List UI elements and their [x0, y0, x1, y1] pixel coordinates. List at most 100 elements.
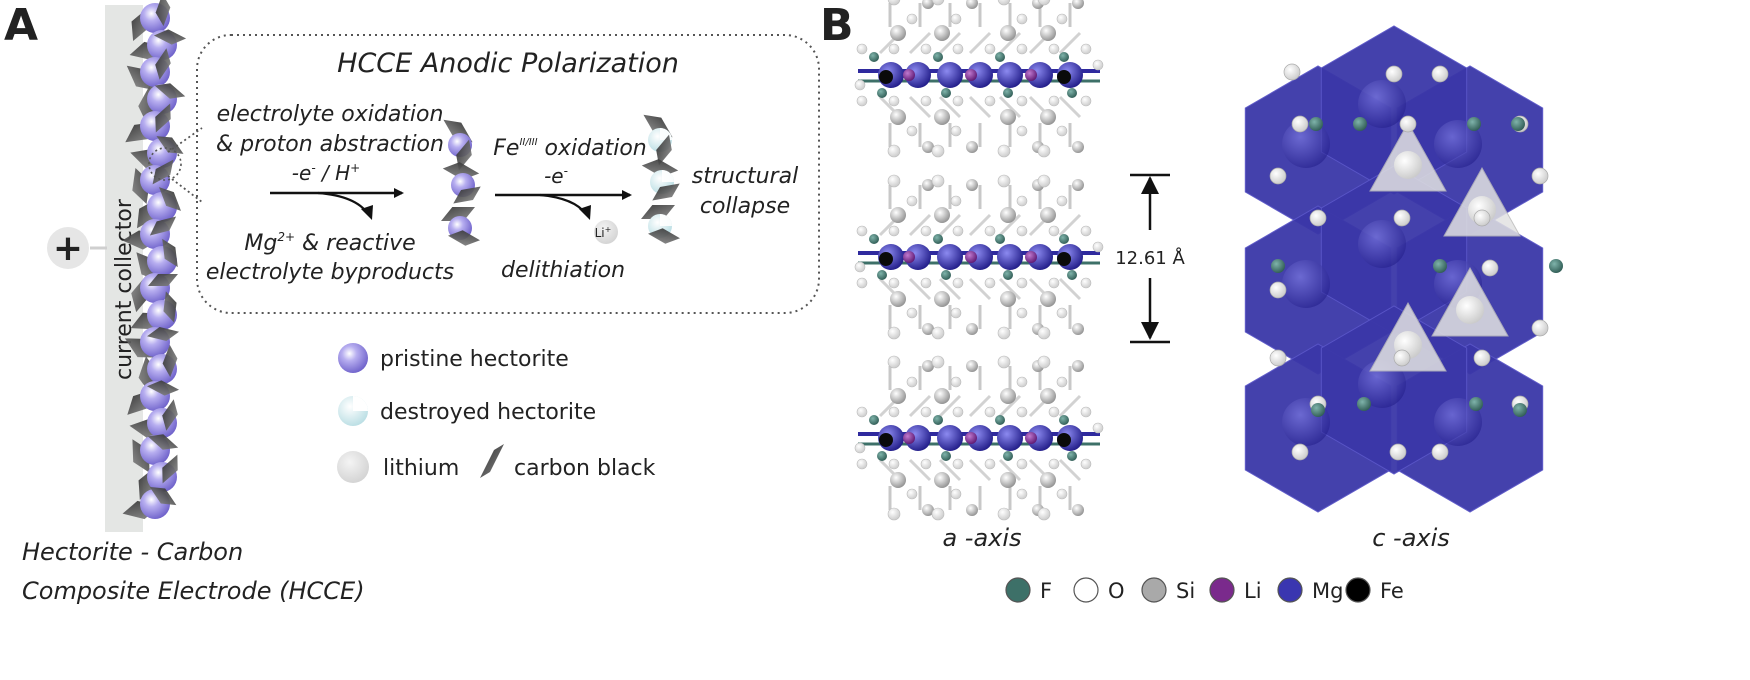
carbon-flake-shape — [648, 228, 680, 244]
carbon-flake — [641, 205, 675, 219]
si-atom — [966, 0, 978, 9]
si-o-bond — [998, 213, 1022, 237]
si-o-bond — [938, 95, 962, 119]
carbon-flake — [162, 238, 178, 268]
step1-arrow-label: -e- / H+ — [292, 161, 360, 185]
o-atom — [856, 458, 868, 470]
si-o-bond — [998, 31, 1022, 55]
o-atom — [888, 225, 900, 237]
o-atom — [950, 376, 962, 388]
carbon-flake-shape — [149, 216, 177, 236]
li-atom — [903, 432, 915, 444]
si-atom — [890, 25, 906, 41]
carbon-flake-shape — [155, 0, 171, 27]
si-o-bond — [1058, 458, 1082, 482]
o-atom — [1016, 43, 1028, 55]
legend-pristine-icon — [338, 343, 368, 373]
o-atom — [1291, 443, 1309, 461]
li-atom — [903, 69, 915, 81]
si-o-bond — [968, 277, 992, 301]
si-atom — [966, 504, 978, 516]
o-atom — [920, 458, 932, 470]
o-atom — [950, 488, 962, 500]
o-atom — [1056, 307, 1068, 319]
o-atom — [1056, 488, 1068, 500]
o-atom — [1056, 376, 1068, 388]
si-o-bond — [1058, 213, 1082, 237]
step2-curved-arrowhead — [579, 205, 591, 220]
si-o-bond — [1058, 95, 1082, 119]
legend-mg-swatch — [1277, 577, 1303, 603]
mg-atom — [967, 62, 993, 88]
panel-a-letter: A — [4, 0, 38, 51]
spacing-label: 12.61 Å — [1115, 247, 1185, 269]
destroyed-stack — [641, 114, 680, 244]
o-atom — [984, 406, 996, 418]
carbon-flake-shape — [156, 136, 184, 154]
o-atom — [1481, 259, 1499, 277]
o-atom — [1473, 349, 1491, 367]
o-atom — [1016, 13, 1028, 25]
si-atom — [1000, 25, 1016, 41]
fe-atom — [1057, 70, 1071, 84]
o-atom — [1016, 225, 1028, 237]
carbon-flake — [163, 291, 177, 323]
si-o-bond — [938, 31, 962, 55]
carbon-flake-shape — [147, 434, 179, 450]
f-atom — [933, 415, 943, 425]
si-o-bond — [908, 458, 932, 482]
si-o-bond — [938, 213, 962, 237]
mg-atom — [1358, 220, 1406, 268]
carbon-flake — [648, 228, 680, 244]
si-atom — [922, 141, 934, 153]
o-atom — [1092, 241, 1104, 253]
o-atom — [856, 225, 868, 237]
o-atom — [887, 0, 901, 6]
result-line1: structural — [692, 164, 798, 189]
f-atom — [1549, 259, 1563, 273]
si-atom — [1000, 207, 1016, 223]
f-atom — [995, 52, 1005, 62]
zoom-line-bottom — [167, 175, 203, 203]
f-atom — [941, 451, 951, 461]
li-atom — [965, 432, 977, 444]
f-atom — [1311, 403, 1325, 417]
f-atom — [869, 234, 879, 244]
f-atom — [1067, 451, 1077, 461]
si-atom — [1040, 472, 1056, 488]
positive-terminal — [47, 227, 89, 269]
o-atom — [1080, 225, 1092, 237]
o-atom — [997, 174, 1011, 188]
si-atom — [1072, 141, 1084, 153]
o-atom — [1389, 443, 1407, 461]
carbon-flake-shape — [155, 48, 171, 80]
carbon-flake — [156, 136, 184, 154]
step1-byproduct-line2: electrolyte byproducts — [206, 260, 454, 285]
si-atom — [890, 207, 906, 223]
o-atom — [1393, 209, 1411, 227]
o-atom — [887, 144, 901, 158]
o-atom — [997, 507, 1011, 521]
fe-atom — [879, 252, 893, 266]
o-atom — [1385, 65, 1403, 83]
si-atom — [934, 472, 950, 488]
legend-carbon-label: carbon black — [514, 456, 656, 481]
carbon-flake-shape — [162, 399, 178, 431]
carbon-flake-shape — [159, 187, 181, 211]
destroyed-particle-gap — [660, 214, 672, 226]
fe-atom — [1057, 433, 1071, 447]
legend-lithium-icon — [337, 451, 369, 483]
f-atom — [941, 88, 951, 98]
caption-line2: Composite Electrode (HCCE) — [22, 577, 365, 605]
o-atom — [920, 225, 932, 237]
mg-atom — [997, 244, 1023, 270]
si-o-bond — [908, 31, 932, 55]
o-atom — [1092, 59, 1104, 71]
f-atom — [1433, 259, 1447, 273]
step2-arrow-label: -e- — [544, 164, 568, 188]
si-atom — [934, 25, 950, 41]
si-o-bond — [998, 277, 1022, 301]
o-atom — [1056, 125, 1068, 137]
si-atom — [1040, 207, 1056, 223]
